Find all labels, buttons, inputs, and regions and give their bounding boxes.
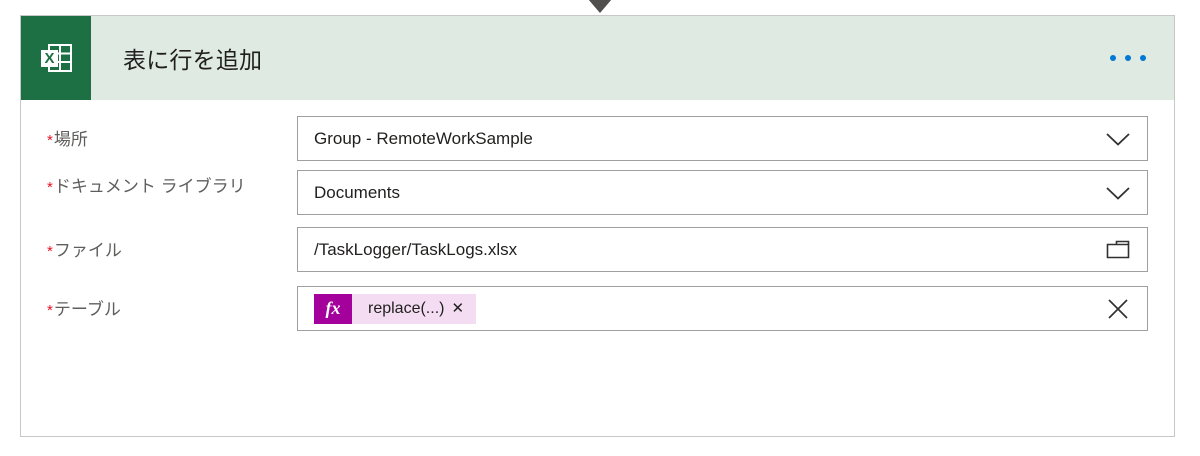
expression-token-remove-icon[interactable]: ✕: [451, 300, 465, 317]
table-expression-input[interactable]: fx replace(...) ✕: [297, 286, 1148, 331]
action-card-body: *場所 Group - RemoteWorkSample *ドキュメント ライブ…: [21, 100, 1174, 331]
required-marker: *: [47, 243, 53, 260]
field-label-table: *テーブル: [47, 286, 297, 323]
field-label-location-text: 場所: [53, 130, 88, 149]
excel-icon: X: [21, 16, 91, 100]
field-row-table: *テーブル fx replace(...) ✕: [47, 286, 1148, 331]
ellipsis-dot-3: [1140, 55, 1146, 61]
expression-token-label: replace(...): [368, 299, 445, 317]
location-dropdown[interactable]: Group - RemoteWorkSample: [297, 116, 1148, 161]
required-marker: *: [47, 179, 53, 196]
document-library-dropdown[interactable]: Documents: [297, 170, 1148, 215]
close-icon[interactable]: [1101, 292, 1135, 326]
location-value: Group - RemoteWorkSample: [314, 128, 533, 148]
required-marker: *: [47, 302, 53, 319]
action-title: 表に行を追加: [123, 47, 263, 73]
folder-icon[interactable]: [1101, 233, 1135, 267]
field-label-file-text: ファイル: [53, 241, 122, 260]
field-row-document-library: *ドキュメント ライブラリ Documents: [47, 170, 1148, 215]
field-label-document-library-text: ドキュメント ライブラリ: [53, 177, 246, 196]
document-library-value: Documents: [314, 182, 400, 202]
field-label-location: *場所: [47, 116, 297, 153]
field-label-document-library: *ドキュメント ライブラリ: [47, 170, 297, 200]
field-row-location: *場所 Group - RemoteWorkSample: [47, 116, 1148, 161]
field-label-file: *ファイル: [47, 227, 297, 264]
action-card-header[interactable]: X 表に行を追加: [21, 16, 1174, 100]
file-picker-input[interactable]: /TaskLogger/TaskLogs.xlsx: [297, 227, 1148, 272]
required-marker: *: [47, 132, 53, 149]
field-row-file: *ファイル /TaskLogger/TaskLogs.xlsx: [47, 227, 1148, 272]
arrow-down-icon: [582, 0, 618, 16]
expression-token[interactable]: fx replace(...) ✕: [314, 293, 477, 324]
fx-icon: fx: [314, 293, 352, 324]
ellipsis-dot-2: [1125, 55, 1131, 61]
chevron-down-icon[interactable]: [1101, 122, 1135, 156]
svg-text:X: X: [44, 50, 54, 67]
ellipsis-dot-1: [1110, 55, 1116, 61]
file-value: /TaskLogger/TaskLogs.xlsx: [314, 239, 518, 259]
chevron-down-icon[interactable]: [1101, 176, 1135, 210]
field-label-table-text: テーブル: [53, 300, 121, 319]
ellipsis-icon[interactable]: [1104, 47, 1152, 69]
action-card-add-row-into-table[interactable]: X 表に行を追加 *場所 Group - RemoteWorkSample: [20, 15, 1175, 437]
